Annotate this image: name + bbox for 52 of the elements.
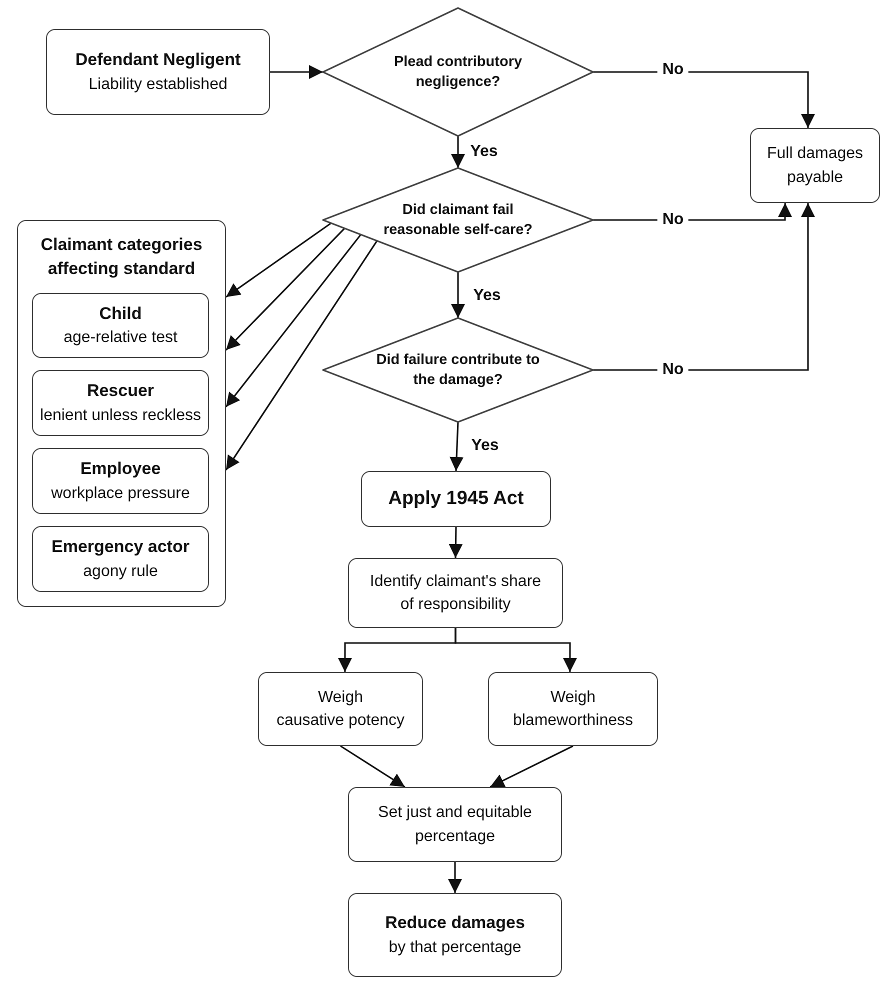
process-box [348, 558, 563, 628]
node-text: by that percentage [388, 938, 522, 958]
arrow [451, 136, 465, 168]
node-text: Liability established [88, 74, 228, 95]
arrow [490, 745, 574, 788]
node-heading: Emergency actor [52, 536, 190, 558]
node-text: Full damages payable [766, 144, 864, 188]
arrow [225, 228, 346, 351]
node-text: Claimant categories affecting standard [40, 234, 204, 280]
process-box [46, 29, 270, 115]
process-box [32, 370, 209, 436]
node-text: blameworthiness [512, 711, 634, 731]
decision-text: Did failure contribute to the damage? [375, 350, 541, 390]
arrow [448, 862, 462, 893]
node-text: workplace pressure [51, 484, 190, 504]
node-heading: Defendant Negligent [75, 49, 241, 72]
arrow [450, 422, 464, 472]
node-heading: Rescuer [86, 380, 154, 402]
arrow [454, 628, 577, 672]
group-panel [17, 220, 226, 607]
node-text: Apply 1945 Act [388, 487, 524, 512]
arrow [451, 272, 465, 318]
process-box [361, 471, 551, 527]
node-text: agony rule [83, 562, 158, 582]
node-text: Identify claimant's share of responsibility [368, 572, 542, 615]
arrow [270, 65, 323, 79]
process-box [258, 672, 423, 746]
process-box [488, 672, 658, 746]
process-box [32, 293, 209, 358]
node-heading: Child [99, 302, 142, 325]
arrow [225, 240, 378, 470]
arrow [226, 222, 332, 298]
arrow [448, 526, 463, 558]
node-text: Weigh [550, 688, 596, 708]
process-box [348, 787, 562, 862]
node-text: lenient unless reckless [40, 406, 201, 426]
process-box [32, 448, 209, 514]
node-text: age-relative test [64, 328, 178, 348]
node-text: causative potency [276, 711, 405, 731]
decision-text: Plead contributory negligence? [392, 52, 524, 92]
arrow [593, 71, 815, 128]
node-heading: Employee [80, 458, 161, 480]
node-text: Weigh [318, 688, 364, 708]
process-box [32, 526, 209, 592]
arrow [340, 745, 406, 788]
decision-text: Did claimant fail reasonable self-care? [382, 200, 534, 240]
arrow [225, 234, 362, 408]
process-box [750, 128, 880, 203]
process-box [348, 893, 562, 977]
node-text: Set just and equitable percentage [377, 803, 533, 846]
arrow [593, 203, 815, 371]
node-heading: Reduce damages [385, 912, 525, 934]
